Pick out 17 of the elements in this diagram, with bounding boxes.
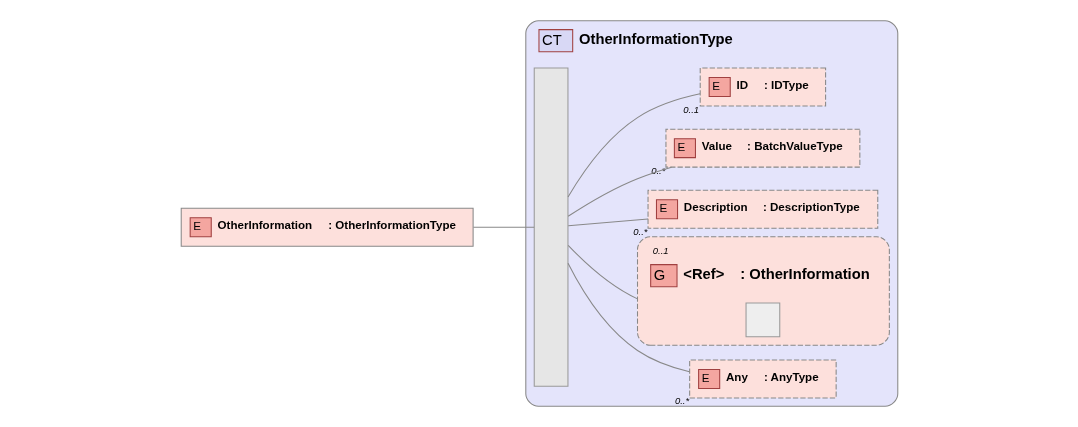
connector	[567, 93, 701, 198]
connector	[472, 226, 535, 228]
node-box: E Description : DescriptionType	[647, 189, 878, 229]
node-bar	[533, 67, 568, 387]
node-label: 0..*	[650, 164, 665, 176]
connector	[567, 166, 672, 217]
node-label: 0..*	[632, 225, 648, 237]
connector	[567, 244, 638, 300]
node-label: 0..*	[674, 395, 689, 407]
node-label: 0..1	[682, 103, 699, 115]
node-label: 0..1	[652, 245, 669, 257]
node-box: E ID : IDType	[699, 67, 826, 107]
node-box	[745, 302, 780, 338]
node-box: E Value : BatchValueType	[664, 128, 860, 168]
node-box: E Any : AnyType	[688, 359, 837, 399]
node-box: E OtherInformation : OtherInformationType	[180, 207, 474, 247]
connector	[567, 218, 649, 227]
